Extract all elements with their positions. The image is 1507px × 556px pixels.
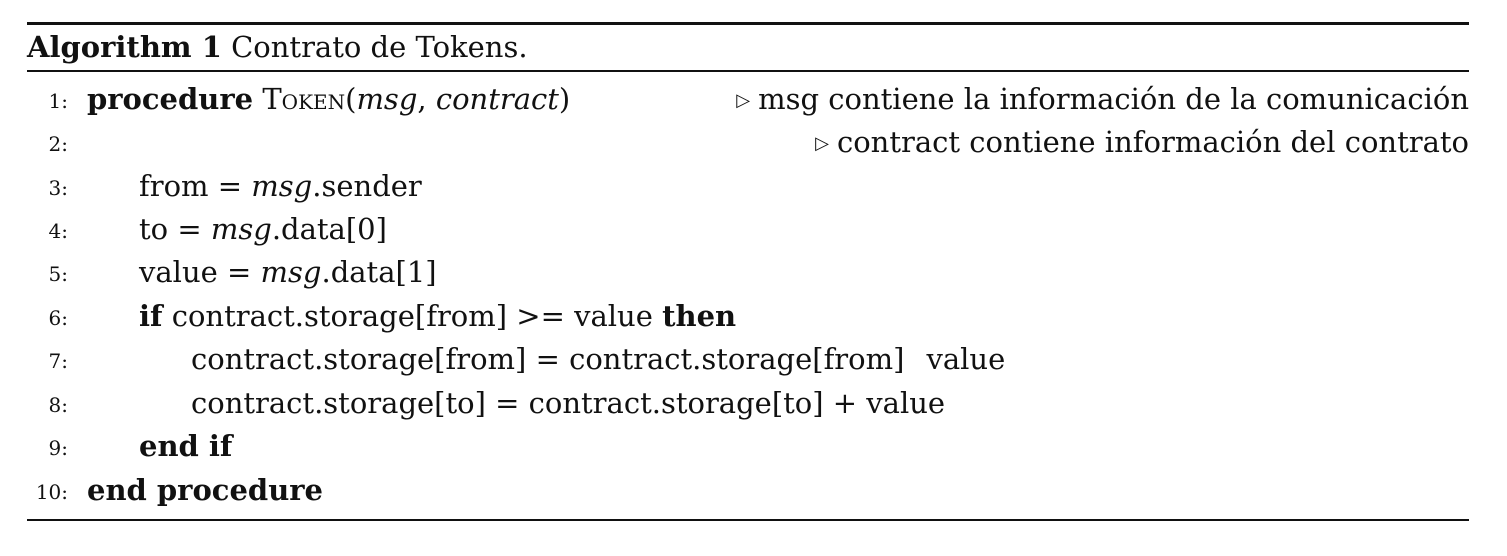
comment-triangle-icon: ▷ (736, 90, 751, 111)
procedure-header: procedure Token(msg, contract) (87, 80, 570, 118)
algorithm-line-7: 7: contract.storage[from] = contract.sto… (0, 338, 1507, 380)
algorithm-line-3: 3: from = msg.sender (0, 165, 1507, 207)
comment-text: msg contiene la información de la comuni… (758, 82, 1469, 116)
algorithm-line-1: 1: procedure Token(msg, contract) ▷ msg c… (0, 78, 1507, 120)
procedure-name: Token (262, 82, 346, 116)
statement-text: contract.storage[from] = contract.storag… (191, 342, 905, 376)
end-if-keyword: end if (139, 429, 233, 463)
if-keyword: if (139, 299, 163, 333)
statement: value = msg.data[1] (139, 253, 437, 291)
line-comment: ▷ msg contiene la información de la comun… (736, 80, 1469, 120)
algorithm-title: Contrato de Tokens. (231, 30, 528, 64)
statement-rhs: .data[1] (321, 255, 437, 289)
algorithm-caption: Algorithm 1 Contrato de Tokens. (27, 28, 528, 66)
statement-lhs: to = (139, 212, 211, 246)
line-number: 4: (48, 219, 68, 243)
algorithm-label: Algorithm 1 (27, 30, 222, 64)
end-procedure-keyword: end procedure (87, 473, 324, 507)
if-condition: contract.storage[from] >= value (162, 299, 663, 333)
top-rule (27, 22, 1469, 25)
statement: contract.storage[to] = contract.storage[… (191, 384, 945, 422)
line-comment: ▷ contract contiene información del contr… (815, 123, 1469, 163)
line-number: 8: (48, 393, 68, 417)
line-number: 3: (48, 176, 68, 200)
statement: from = msg.sender (139, 167, 422, 205)
algorithm-line-4: 4: to = msg.data[0] (0, 208, 1507, 250)
line-number: 9: (48, 436, 68, 460)
statement-text: contract.storage[to] = contract.storage[… (191, 386, 946, 420)
line-number: 5: (48, 262, 68, 286)
comment-triangle-icon: ▷ (815, 133, 829, 154)
statement: to = msg.data[0] (139, 210, 387, 248)
line-number: 1: (48, 89, 68, 113)
line-number: 10: (35, 480, 68, 504)
args-close: ) (558, 82, 571, 116)
statement-lhs: value = (139, 255, 261, 289)
arg-contract: contract (435, 82, 559, 116)
caption-rule (27, 70, 1469, 72)
args-open: ( (345, 82, 357, 116)
statement-object: msg (251, 169, 313, 203)
statement-text-tail: value (926, 342, 1006, 376)
statement-object: msg (260, 255, 322, 289)
if-statement: if contract.storage[from] >= value then (139, 297, 736, 335)
statement-object: msg (210, 212, 272, 246)
algorithm-line-5: 5: value = msg.data[1] (0, 251, 1507, 293)
bottom-rule (27, 519, 1469, 521)
arg-msg: msg (356, 82, 418, 116)
statement-lhs: from = (139, 169, 252, 203)
comment-text: contract contiene información del contra… (836, 125, 1469, 159)
line-number: 7: (48, 349, 68, 373)
line-number: 6: (48, 306, 68, 330)
then-keyword: then (662, 299, 737, 333)
line-number: 2: (48, 132, 68, 156)
algorithm-line-10: 10: end procedure (0, 469, 1507, 511)
algorithm-line-9: 9: end if (0, 425, 1507, 467)
statement: contract.storage[from] = contract.storag… (191, 340, 1005, 378)
algorithm-line-8: 8: contract.storage[to] = contract.stora… (0, 382, 1507, 424)
statement-rhs: .data[0] (271, 212, 387, 246)
algorithm-line-2: 2: ▷ contract contiene información del co… (0, 121, 1507, 163)
statement-rhs: .sender (312, 169, 422, 203)
args-separator: , (417, 82, 436, 116)
algorithm-line-6: 6: if contract.storage[from] >= value th… (0, 295, 1507, 337)
procedure-keyword: procedure (87, 82, 254, 116)
